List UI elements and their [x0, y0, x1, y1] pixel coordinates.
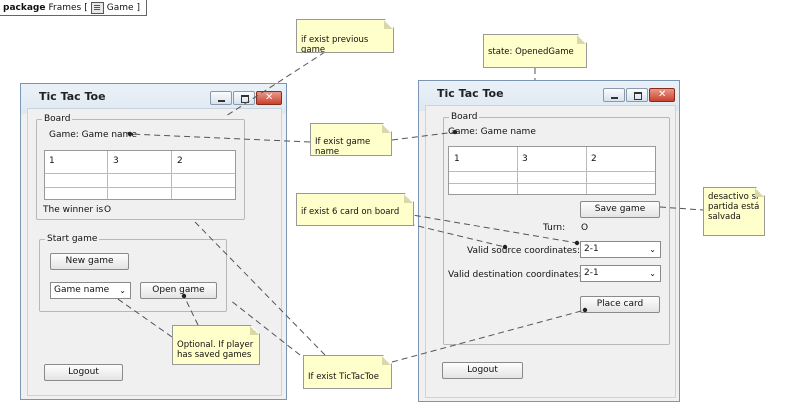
- save-game-button[interactable]: Save game: [580, 201, 660, 218]
- left-game-name: Game: Game name: [49, 130, 137, 140]
- note-desactivo: desactivo si partida está salvada: [703, 187, 765, 236]
- right-content: Board Game: Game name 1 3 2 Save game Tu…: [425, 105, 676, 398]
- note-game-name: If exist game name: [310, 123, 392, 156]
- note-card-on-board: if exist 6 card on board: [296, 193, 414, 226]
- minimize-icon[interactable]: [210, 91, 232, 105]
- table-header-cell: 1: [49, 156, 55, 166]
- maximize-icon[interactable]: [626, 88, 648, 102]
- table-header-cell: 3: [113, 156, 119, 166]
- right-window: Tic Tac Toe Board Game: Game name 1 3 2 …: [418, 80, 680, 402]
- right-game-name: Game: Game name: [448, 127, 536, 137]
- diagram-icon: [90, 1, 104, 14]
- winner-value: O: [104, 205, 112, 215]
- note-tictactoe: If exist TicTacToe: [303, 355, 392, 389]
- package-name: Frames: [48, 2, 82, 13]
- source-coordinates-label: Valid source coordinates:: [467, 246, 581, 256]
- note-previous-game: if exist previous game: [296, 19, 394, 53]
- note-opened-game-state: state: OpenedGame: [483, 34, 587, 68]
- left-board-table[interactable]: 1 3 2: [44, 150, 236, 200]
- left-titlebar: Tic Tac Toe: [21, 84, 286, 110]
- package-keyword: package: [3, 2, 46, 13]
- turn-label: Turn:: [543, 223, 566, 233]
- start-game-label: Start game: [45, 234, 100, 244]
- right-logout-button[interactable]: Logout: [442, 362, 523, 379]
- source-coordinates-select[interactable]: 2-1 ⌄: [580, 241, 661, 258]
- left-board-label: Board: [42, 114, 73, 124]
- close-icon[interactable]: [256, 91, 282, 105]
- note-optional: Optional. If player has saved games: [172, 325, 260, 365]
- right-board-label: Board: [449, 112, 480, 122]
- open-game-button[interactable]: Open game: [140, 282, 217, 299]
- right-board-table[interactable]: 1 3 2: [448, 146, 656, 195]
- destination-coordinates-select[interactable]: 2-1 ⌄: [580, 265, 661, 282]
- table-header-cell: 3: [522, 154, 528, 164]
- winner-label: The winner is: [43, 205, 104, 215]
- table-header-cell: 2: [177, 156, 183, 166]
- left-window-title: Tic Tac Toe: [39, 90, 106, 103]
- package-frame-tab: package Frames [ Game ]: [0, 0, 148, 16]
- source-coordinates-value: 2-1: [584, 244, 599, 254]
- chevron-down-icon: ⌄: [119, 286, 126, 295]
- turn-value: O: [581, 223, 589, 233]
- destination-coordinates-value: 2-1: [584, 268, 599, 278]
- close-icon[interactable]: [649, 88, 675, 102]
- left-logout-button[interactable]: Logout: [44, 364, 123, 381]
- left-board-group: Board Game: Game name 1 3 2 The winner i…: [36, 114, 245, 220]
- start-game-group: Start game New game Game name ⌄ Open gam…: [39, 234, 227, 312]
- game-name-select-value: Game name: [54, 285, 110, 295]
- table-header-cell: 2: [591, 154, 597, 164]
- diagram-label: Game: [106, 2, 134, 13]
- new-game-button[interactable]: New game: [50, 253, 129, 270]
- table-header-cell: 1: [454, 154, 460, 164]
- destination-coordinates-label: Valid destination coordinates:: [448, 270, 582, 280]
- right-titlebar: Tic Tac Toe: [419, 81, 679, 107]
- chevron-down-icon: ⌄: [649, 269, 656, 278]
- minimize-icon[interactable]: [603, 88, 625, 102]
- right-window-title: Tic Tac Toe: [437, 87, 504, 100]
- place-card-button[interactable]: Place card: [580, 296, 660, 313]
- chevron-down-icon: ⌄: [649, 245, 656, 254]
- game-name-select[interactable]: Game name ⌄: [50, 282, 131, 299]
- right-board-group: Board Game: Game name 1 3 2: [443, 112, 670, 345]
